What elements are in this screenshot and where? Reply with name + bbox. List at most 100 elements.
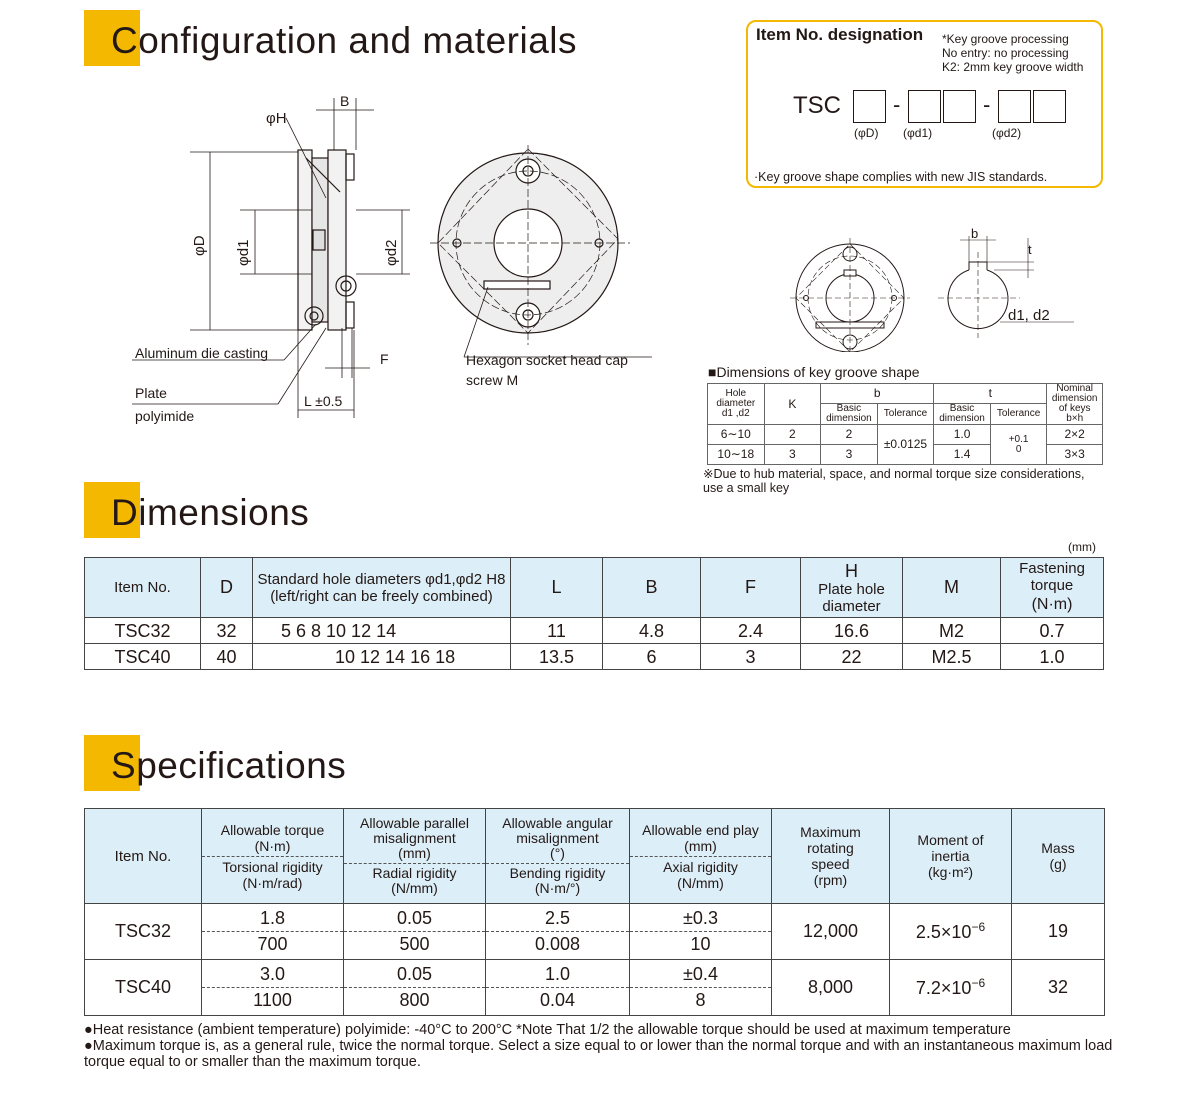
- key-groove-title: ■Dimensions of key groove shape: [708, 364, 920, 380]
- designation-box-key1: [943, 90, 976, 123]
- dim-cell-M: M2.5: [902, 643, 1001, 670]
- spec-cell-speed: 12,000: [771, 903, 890, 960]
- coupling-front-view-drawing: Hexagon socket head cap screw M: [430, 145, 652, 388]
- spec-cell-inertia: 2.5×10−6: [889, 903, 1012, 960]
- dim-cell-M: M2: [902, 617, 1001, 644]
- label-L: L ±0.5: [304, 393, 343, 409]
- spec-hdr-speed: Maximum rotating speed (rpm): [771, 808, 890, 904]
- coupling-side-view-drawing: B φH φD φd1 φd2 F L ±0.5 Aluminum die ca…: [132, 93, 410, 424]
- item-designation-note3: K2: 2mm key groove width: [942, 60, 1084, 74]
- dim-hdr-L: L: [510, 557, 603, 618]
- key-hdr-t-tol: Tolerance: [989, 403, 1048, 425]
- dim-cell-holes: 5 6 8 10 12 14: [252, 617, 511, 644]
- label-B: B: [340, 93, 349, 109]
- spec-cell-inertia: 7.2×10−6: [889, 959, 1012, 1016]
- dim-cell-D: 32: [200, 617, 253, 644]
- key-hdr-t: t: [933, 383, 1048, 404]
- spec-hdr-torque: Allowable torque (N·m) Torsional rigidit…: [201, 808, 344, 904]
- title-accent-block: [84, 482, 140, 538]
- dimensions-unit: (mm): [1068, 540, 1096, 554]
- spec-cell-mass: 32: [1011, 959, 1105, 1016]
- title-rest: imensions: [138, 492, 310, 533]
- title-rest: onfiguration and materials: [138, 20, 577, 61]
- dim-cell-B: 6: [602, 643, 701, 670]
- dim-hdr-F: F: [700, 557, 801, 618]
- spec-hdr-item: Item No.: [84, 808, 202, 904]
- spec-cell-item: TSC40: [84, 959, 202, 1016]
- label-d1d2: d1, d2: [1008, 307, 1050, 324]
- key-groove-footnote: ※Due to hub material, space, and normal …: [703, 467, 1085, 495]
- item-designation-footer: ·Key groove shape complies with new JIS …: [754, 170, 1048, 184]
- key-cell-K: 3: [763, 444, 822, 465]
- key-groove-drawing: b t d1, d2: [790, 226, 1074, 352]
- dim-cell-H: 22: [800, 643, 903, 670]
- label-phiD: φD: [191, 235, 208, 256]
- title-accent-block: [84, 735, 140, 791]
- dim-cell-F: 3: [700, 643, 801, 670]
- dim-cell-holes: 10 12 14 16 18: [252, 643, 511, 670]
- designation-sub-D: (φD): [854, 126, 879, 140]
- table-row: 10∼18 3 3 1.4 3×3: [707, 444, 1103, 465]
- dim-cell-L: 11: [510, 617, 603, 644]
- label-phid2: φd2: [383, 240, 400, 266]
- spec-hdr-mass: Mass (g): [1011, 808, 1105, 904]
- label-polyimide: polyimide: [135, 408, 194, 424]
- dim-hdr-item: Item No.: [84, 557, 201, 618]
- table-row: TSC32 32 5 6 8 10 12 14 11 4.8 2.4 16.6 …: [84, 617, 1104, 644]
- note-max-torque: ●Maximum torque is, as a general rule, t…: [84, 1038, 1113, 1070]
- designation-box-d1: [908, 90, 941, 123]
- designation-sub-d2: (φd2): [992, 126, 1022, 140]
- key-cell-b: 2: [820, 424, 878, 445]
- designation-box-d2: [998, 90, 1031, 123]
- dimensions-table: Item No. D Standard hole diameters φd1,φ…: [84, 557, 1104, 670]
- designation-dash-2: -: [983, 92, 991, 117]
- key-cell-key: 3×3: [1046, 444, 1103, 465]
- dim-cell-item: TSC40: [84, 643, 201, 670]
- key-cell-b-tol: ±0.0125: [876, 424, 935, 465]
- item-designation-note1: *Key groove processing: [942, 32, 1069, 46]
- key-cell-t: 1.4: [933, 444, 991, 465]
- spec-hdr-inertia: Moment of inertia (kg·m²): [889, 808, 1012, 904]
- spec-cell-item: TSC32: [84, 903, 202, 960]
- title-first-letter: D: [111, 492, 139, 533]
- label-t: t: [1028, 242, 1032, 257]
- dim-hdr-B: B: [602, 557, 701, 618]
- spec-hdr-endplay: Allowable end play (mm) Axial rigidity (…: [629, 808, 772, 904]
- table-row: TSC40 40 10 12 14 16 18 13.5 6 3 22 M2.5…: [84, 643, 1104, 670]
- designation-box-key2: [1033, 90, 1066, 123]
- dim-cell-F: 2.4: [700, 617, 801, 644]
- label-plate: Plate: [135, 385, 167, 401]
- title-rest: pecifications: [136, 745, 347, 786]
- dim-hdr-std: Standard hole diameters φd1,φd2 H8(left/…: [252, 557, 511, 618]
- dim-cell-L: 13.5: [510, 643, 603, 670]
- key-hdr-b-tol: Tolerance: [876, 403, 935, 425]
- spec-cell-speed: 8,000: [771, 959, 890, 1016]
- label-F: F: [380, 351, 389, 367]
- key-hdr-K: K: [763, 383, 822, 425]
- designation-box-D: [853, 90, 886, 123]
- spec-notes: ●Heat resistance (ambient temperature) p…: [84, 1022, 1114, 1070]
- key-cell-b: 3: [820, 444, 878, 465]
- spec-hdr-parallel: Allowable parallel misalignment (mm) Rad…: [343, 808, 486, 904]
- key-cell-t: 1.0: [933, 424, 991, 445]
- title-accent-block: [84, 10, 140, 66]
- dim-hdr-M: M: [902, 557, 1001, 618]
- dim-cell-torque: 1.0: [1000, 643, 1104, 670]
- label-phiH: φH: [266, 110, 287, 127]
- item-designation-prefix: TSC: [793, 92, 841, 119]
- dim-cell-D: 40: [200, 643, 253, 670]
- key-cell-K: 2: [763, 424, 822, 445]
- dim-hdr-D: D: [200, 557, 253, 618]
